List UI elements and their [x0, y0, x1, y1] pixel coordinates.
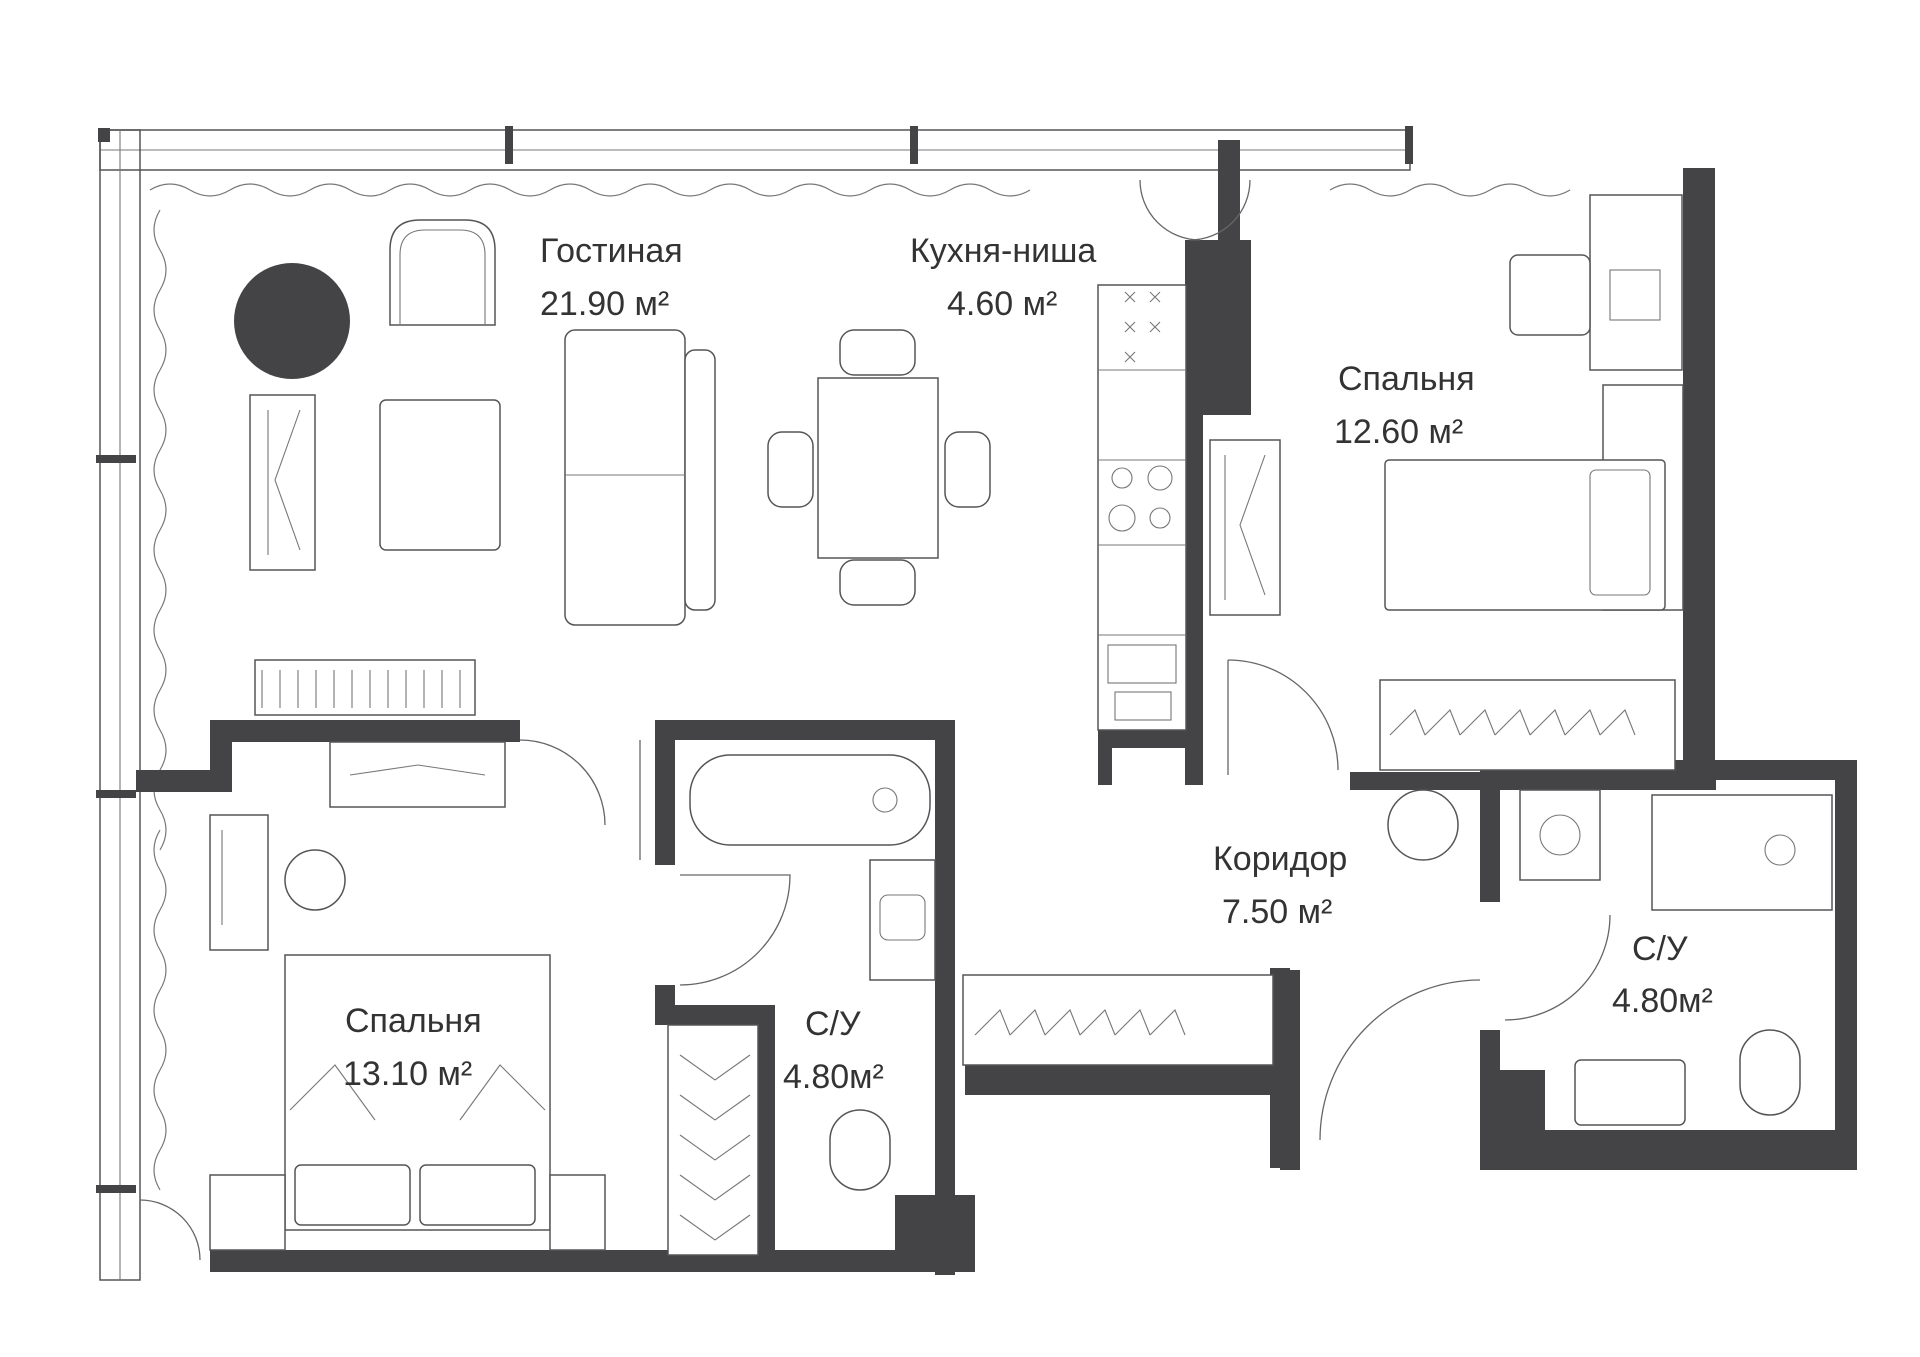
corridor-closet [962, 974, 1274, 1066]
label-bath2-area: 4.80м² [1612, 982, 1713, 1020]
desk-chair [1509, 254, 1591, 336]
dining-table [817, 377, 939, 559]
closet [1379, 679, 1676, 771]
bath1-sink [869, 859, 936, 981]
window-frame [96, 126, 1413, 1281]
label-bedroom2-name: Спальня [345, 1002, 482, 1040]
label-bedroom1-area: 12.60 м² [1334, 413, 1463, 451]
desk [1589, 194, 1683, 371]
sofa [564, 329, 686, 626]
corridor-stool [1387, 789, 1459, 861]
shower [1651, 794, 1833, 911]
room-labels: Гостиная 21.90 м² Кухня-ниша 4.60 м² Спа… [343, 232, 1713, 1096]
bedroom1-furniture [1209, 194, 1684, 771]
label-living-name: Гостиная [540, 232, 683, 270]
washing-machine [1519, 789, 1601, 881]
radiator [254, 659, 476, 716]
label-corridor-area: 7.50 м² [1222, 893, 1332, 931]
bath1-fixtures [689, 754, 936, 1191]
bath2-toilet [1739, 1029, 1801, 1116]
nightstand [209, 814, 269, 951]
label-corridor-name: Коридор [1213, 840, 1347, 878]
tv-stand [249, 394, 316, 571]
walls [136, 140, 1857, 1275]
corridor-furniture [962, 789, 1459, 1066]
living-furniture [234, 219, 991, 716]
kitchen-furniture [1097, 284, 1187, 731]
stool [284, 849, 346, 911]
label-bedroom1-name: Спальня [1338, 360, 1475, 398]
bath2-fixtures [1519, 789, 1833, 1126]
bed [1384, 459, 1666, 611]
kitchen-counter [1097, 284, 1187, 731]
label-kitchen-area: 4.60 м² [947, 285, 1057, 323]
label-bath2-name: С/У [1632, 930, 1688, 968]
bathtub [689, 754, 931, 846]
ottoman [379, 399, 501, 551]
bath1-toilet [829, 1109, 891, 1191]
label-bath1-name: С/У [805, 1005, 861, 1043]
wardrobe-mirror [1209, 439, 1281, 616]
label-living-area: 21.90 м² [540, 285, 669, 323]
label-bath1-area: 4.80м² [783, 1058, 884, 1096]
label-bedroom2-area: 13.10 м² [343, 1055, 472, 1093]
bedroom2-furniture [209, 741, 759, 1256]
wall-cabinet [329, 741, 506, 808]
round-lamp [234, 263, 350, 379]
doors [139, 179, 1611, 1261]
bath2-sink [1574, 1059, 1686, 1126]
curtains [149, 183, 1571, 1191]
label-kitchen-name: Кухня-ниша [910, 232, 1096, 270]
